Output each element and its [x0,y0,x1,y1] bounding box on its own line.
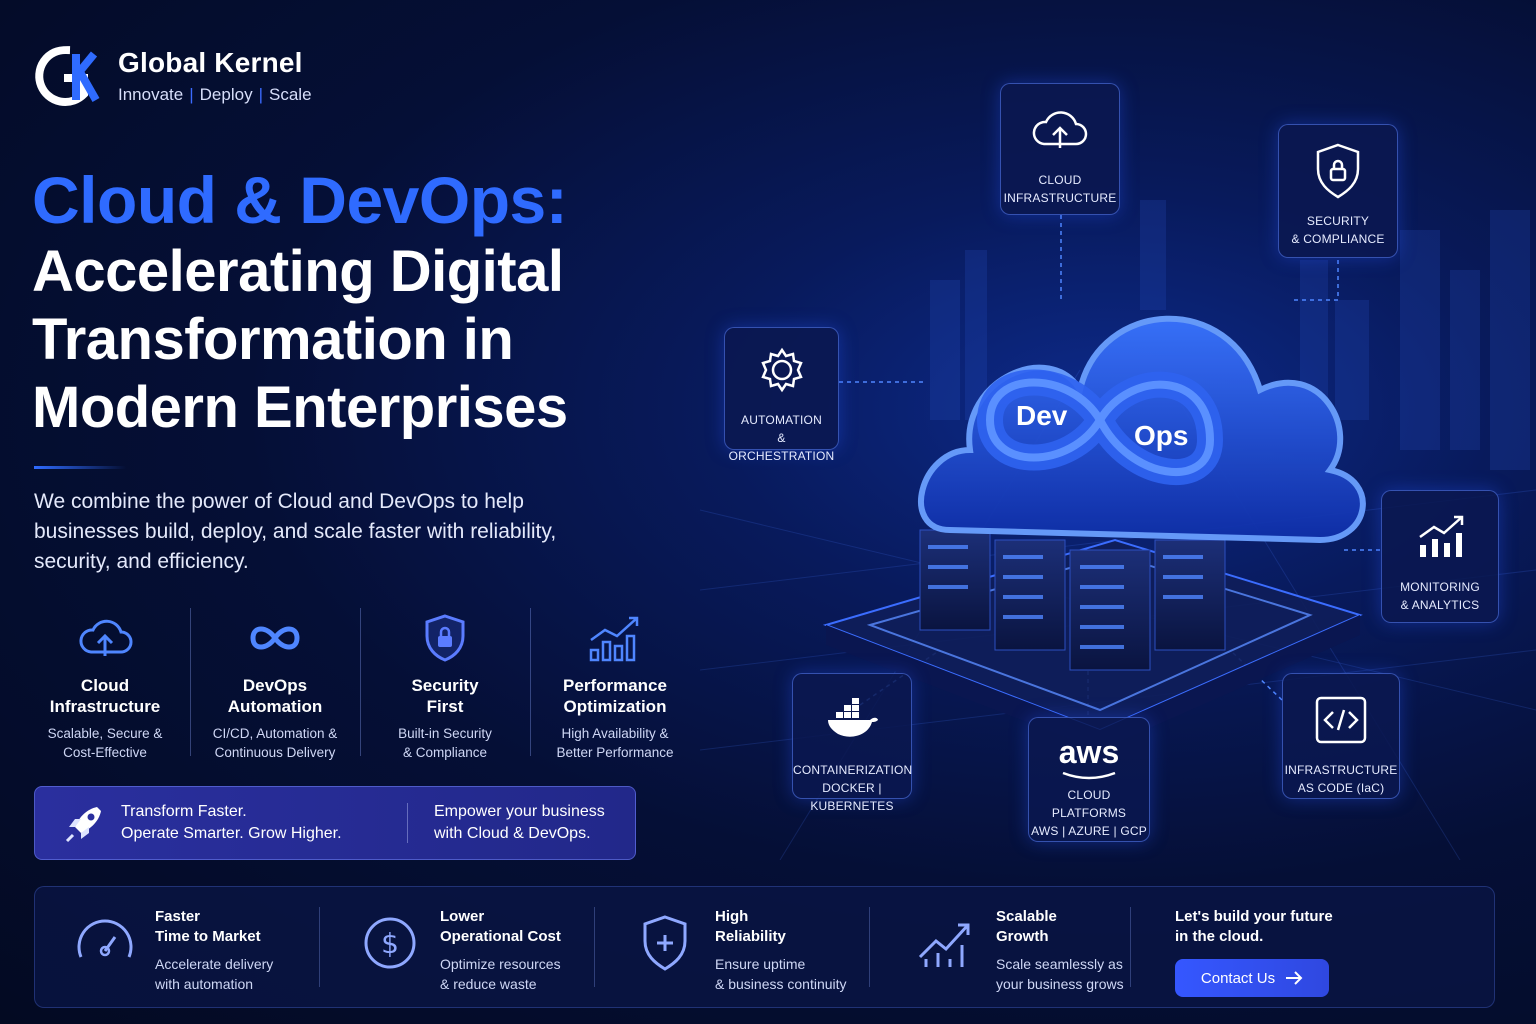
cta-block: Let's build your future in the cloud. Co… [1175,887,1333,1007]
shield-lock-icon [1316,143,1360,199]
hero-description: We combine the power of Cloud and DevOps… [34,490,557,573]
banner-line-1: Transform Faster. [121,803,247,820]
bar-chart-icon [589,616,639,662]
contact-us-button[interactable]: Contact Us [1175,959,1329,997]
global-kernel-logo-icon [35,45,100,106]
benefit-high-reliability: High Reliability Ensure uptime & busines… [633,887,869,1007]
benefits-divider [869,907,870,987]
node-monitoring-analytics: MONITORING & ANALYTICS [1381,490,1499,623]
node-cloud-infrastructure: CLOUD INFRASTRUCTURE [1000,83,1120,215]
benefit-lower-operational-cost: $ Lower Operational Cost Optimize resour… [358,887,594,1007]
benefits-divider [319,907,320,987]
devops-illustration: Dev Ops CLOUD INFRASTRUCTURE SECURITY & … [700,70,1536,860]
node-containerization: CONTAINERIZATION DOCKER | KUBERNETES [792,673,912,813]
devops-dev-label: Dev [1016,400,1068,431]
cta-text-1: Let's build your future [1175,908,1333,925]
brand-name: Global Kernel [118,47,303,78]
banner-line-2: Operate Smarter. Grow Higher. [121,825,342,842]
feature-cloud-infrastructure: Cloud Infrastructure Scalable, Secure & … [20,608,190,760]
banner-line-3: Empower your business [434,803,605,820]
benefit-scalable-growth: Scalable Growth Scale seamlessly as your… [914,887,1130,1007]
brand: Global Kernel Innovate|Deploy|Scale [32,42,312,110]
benefits-divider [594,907,595,987]
infinity-icon [250,626,300,650]
arrow-right-icon [1286,971,1303,985]
hero-title: Cloud & DevOps: Accelerating Digital Tra… [32,162,672,442]
benefits-bar: Faster Time to Market Accelerate deliver… [34,886,1495,1008]
hero-title-line-3: Modern Enterprises [32,375,568,440]
benefits-divider [1130,907,1131,987]
node-infrastructure-as-code: INFRASTRUCTURE AS CODE (IaC) [1282,673,1400,799]
hero-divider [34,466,126,469]
aws-smile-icon [1062,771,1116,780]
banner-line-4: with Cloud & DevOps. [434,825,591,842]
code-icon [1315,696,1367,744]
feature-performance-optimization: Performance Optimization High Availabili… [530,608,700,760]
rocket-icon [65,807,101,843]
speedometer-icon [77,919,133,958]
hero-title-line-2: Transformation in [32,307,514,372]
cta-text-2: in the cloud. [1175,928,1264,945]
feature-devops-automation: DevOps Automation CI/CD, Automation & Co… [190,608,360,760]
benefit-faster-time-to-market: Faster Time to Market Accelerate deliver… [73,887,319,1007]
bar-chart-icon [1419,515,1464,557]
brand-tagline: Innovate|Deploy|Scale [118,85,312,104]
node-security-compliance: SECURITY & COMPLIANCE [1278,124,1398,258]
transform-banner: Transform Faster. Operate Smarter. Grow … [34,786,636,860]
feature-security-first: Security First Built-in Security & Compl… [360,608,530,760]
docker-whale-icon [828,698,878,737]
banner-divider [407,803,408,843]
cloud-upload-icon [79,619,133,656]
hero-title-line-1: Accelerating Digital [32,239,564,304]
aws-logo-icon: aws [1058,734,1120,770]
illustration-graphic [700,200,1536,860]
svg-text:$: $ [381,927,399,960]
hero-title-accent: Cloud & DevOps: [32,163,568,237]
contact-us-label: Contact Us [1200,969,1276,987]
feature-row: Cloud Infrastructure Scalable, Secure & … [20,608,700,760]
gear-icon [760,347,803,393]
cloud-upload-icon [1032,111,1088,148]
node-cloud-platforms: aws CLOUD PLATFORMS AWS | AZURE | GCP [1028,717,1150,842]
node-automation-orchestration: AUTOMATION & ORCHESTRATION [724,327,839,463]
dollar-icon: $ [364,917,416,969]
shield-lock-icon [425,614,465,662]
shield-plus-icon [643,915,687,971]
growth-chart-icon [918,923,970,967]
devops-ops-label: Ops [1134,420,1189,451]
